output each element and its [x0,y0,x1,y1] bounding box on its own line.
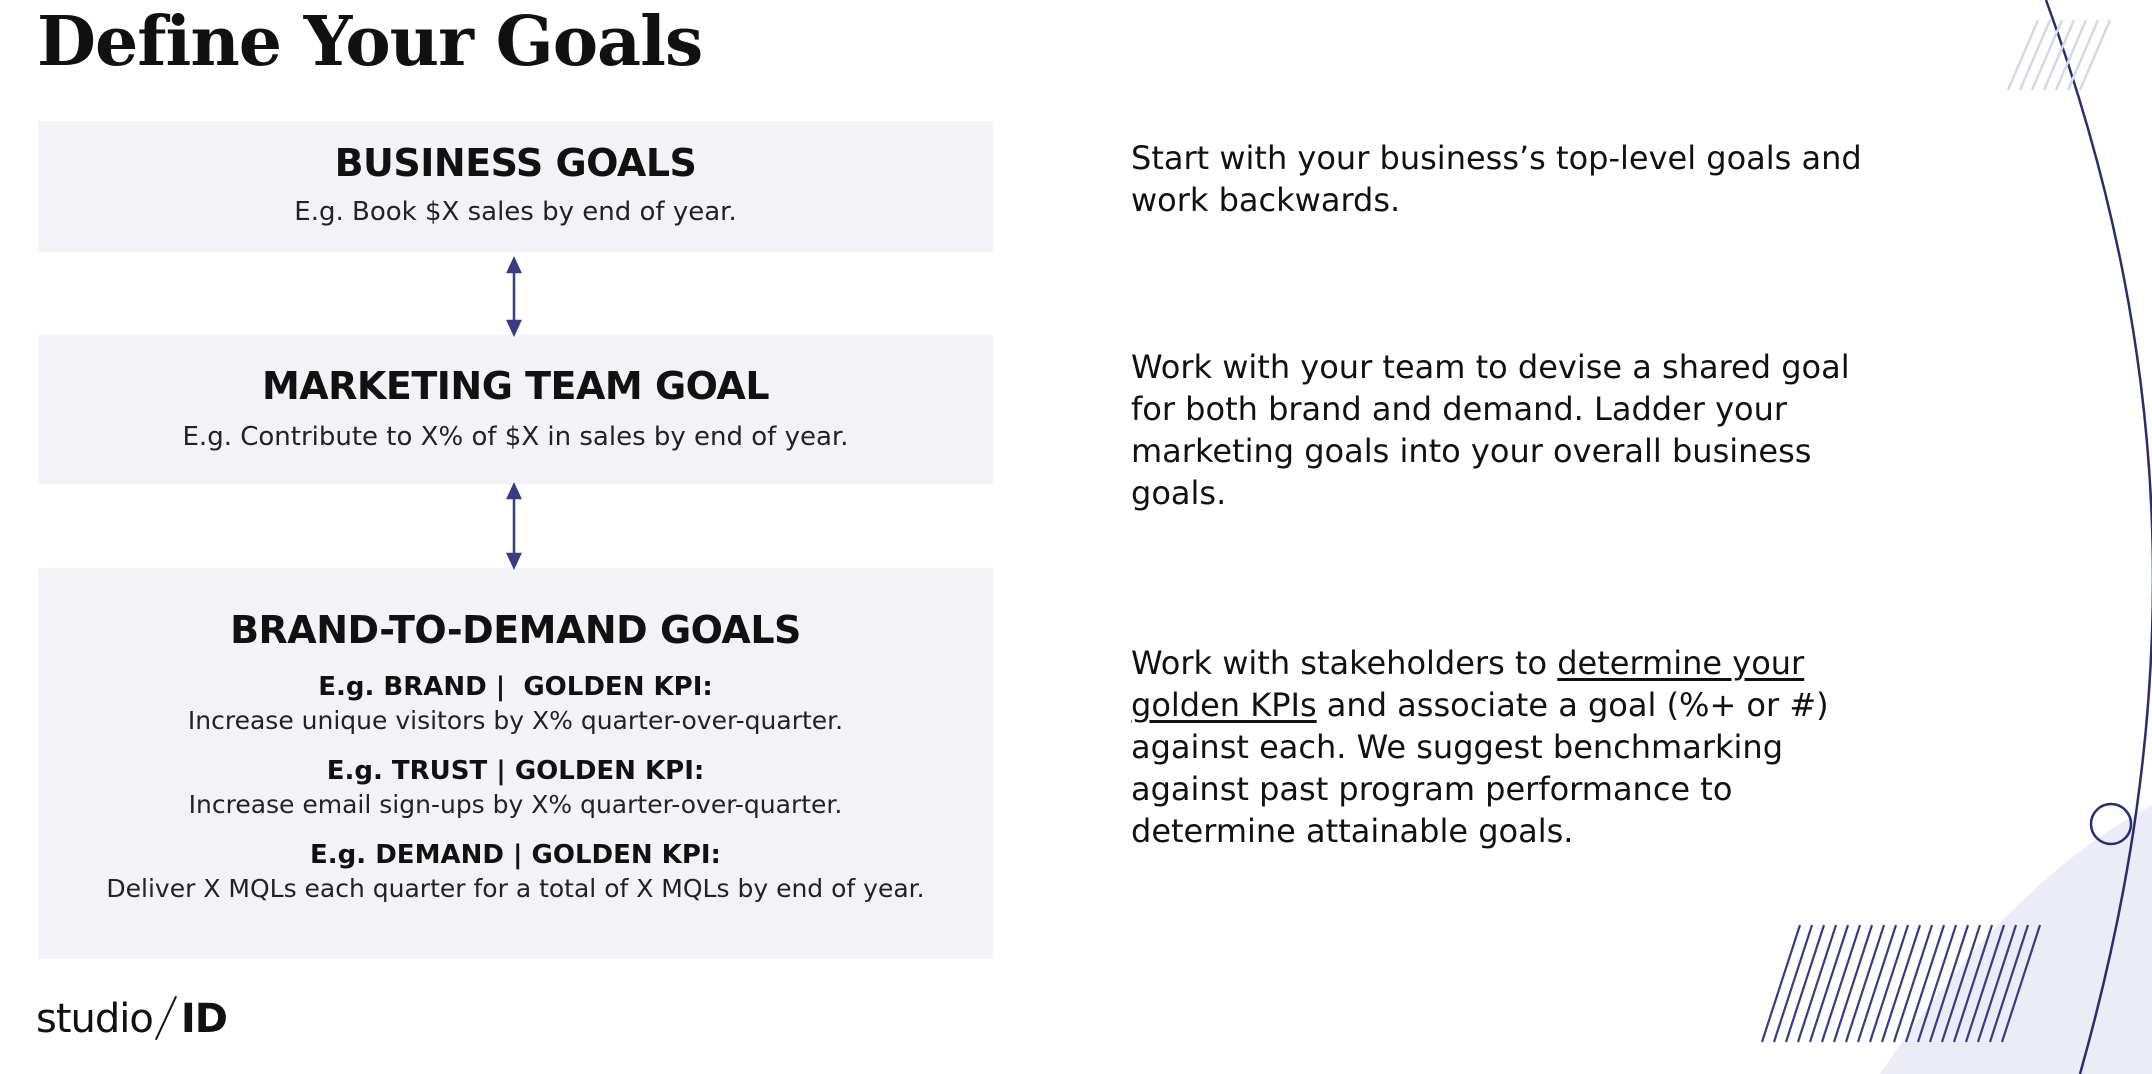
trust-kpi-label: E.g. TRUST | GOLDEN KPI: [326,756,705,786]
logo-slash-icon [154,995,177,1041]
trust-kpi: E.g. TRUST | GOLDEN KPI: Increase email … [38,754,993,822]
marketing-team-goal-box: MARKETING TEAM GOAL E.g. Contribute to X… [38,335,993,484]
marketing-goal-description: Work with your team to devise a shared g… [1131,348,1850,512]
studio-id-logo: studio ID [36,994,228,1042]
brand-demand-description: Work with stakeholders to determine your… [1131,642,1891,852]
trust-kpi-text: Increase email sign-ups by X% quarter-ov… [188,790,843,819]
brand-kpi-label: E.g. BRAND | GOLDEN KPI: [318,672,713,702]
logo-studio-text: studio [36,996,154,1042]
demand-kpi-text: Deliver X MQLs each quarter for a total … [106,874,925,903]
business-goals-heading: BUSINESS GOALS [334,141,697,185]
marketing-team-goal-example: E.g. Contribute to X% of $X in sales by … [182,422,849,452]
double-arrow-icon [506,482,522,570]
hatch-pattern-top [2006,19,2112,91]
hatch-pattern-bottom [1760,924,2042,1043]
brand-kpi-text: Increase unique visitors by X% quarter-o… [187,706,844,735]
double-arrow-icon [506,256,522,337]
decorative-arc [2044,0,2152,1074]
description-text: Work with stakeholders to [1131,644,1558,682]
description-text: and associate a goal (%+ or #) against e… [1131,686,1829,850]
brand-to-demand-goals-box: BRAND-TO-DEMAND GOALS E.g. BRAND | GOLDE… [38,568,993,959]
brand-to-demand-heading: BRAND-TO-DEMAND GOALS [230,608,801,652]
demand-kpi-label: E.g. DEMAND | GOLDEN KPI: [310,840,721,870]
business-goals-example: E.g. Book $X sales by end of year. [294,197,737,227]
brand-kpi: E.g. BRAND | GOLDEN KPI: Increase unique… [38,670,993,738]
background-blob-shape [1880,805,2152,1074]
business-goals-box: BUSINESS GOALS E.g. Book $X sales by end… [38,121,993,252]
business-goals-description: Start with your business’s top-level goa… [1131,139,1862,219]
marketing-team-goal-heading: MARKETING TEAM GOAL [261,364,770,408]
golden-kpis-link[interactable]: determine your golden KPIs [1131,644,1805,724]
logo-id-text: ID [180,996,228,1042]
page-title: Define Your Goals [37,2,703,82]
decorative-circle [2089,802,2133,846]
demand-kpi: E.g. DEMAND | GOLDEN KPI: Deliver X MQLs… [38,838,993,906]
